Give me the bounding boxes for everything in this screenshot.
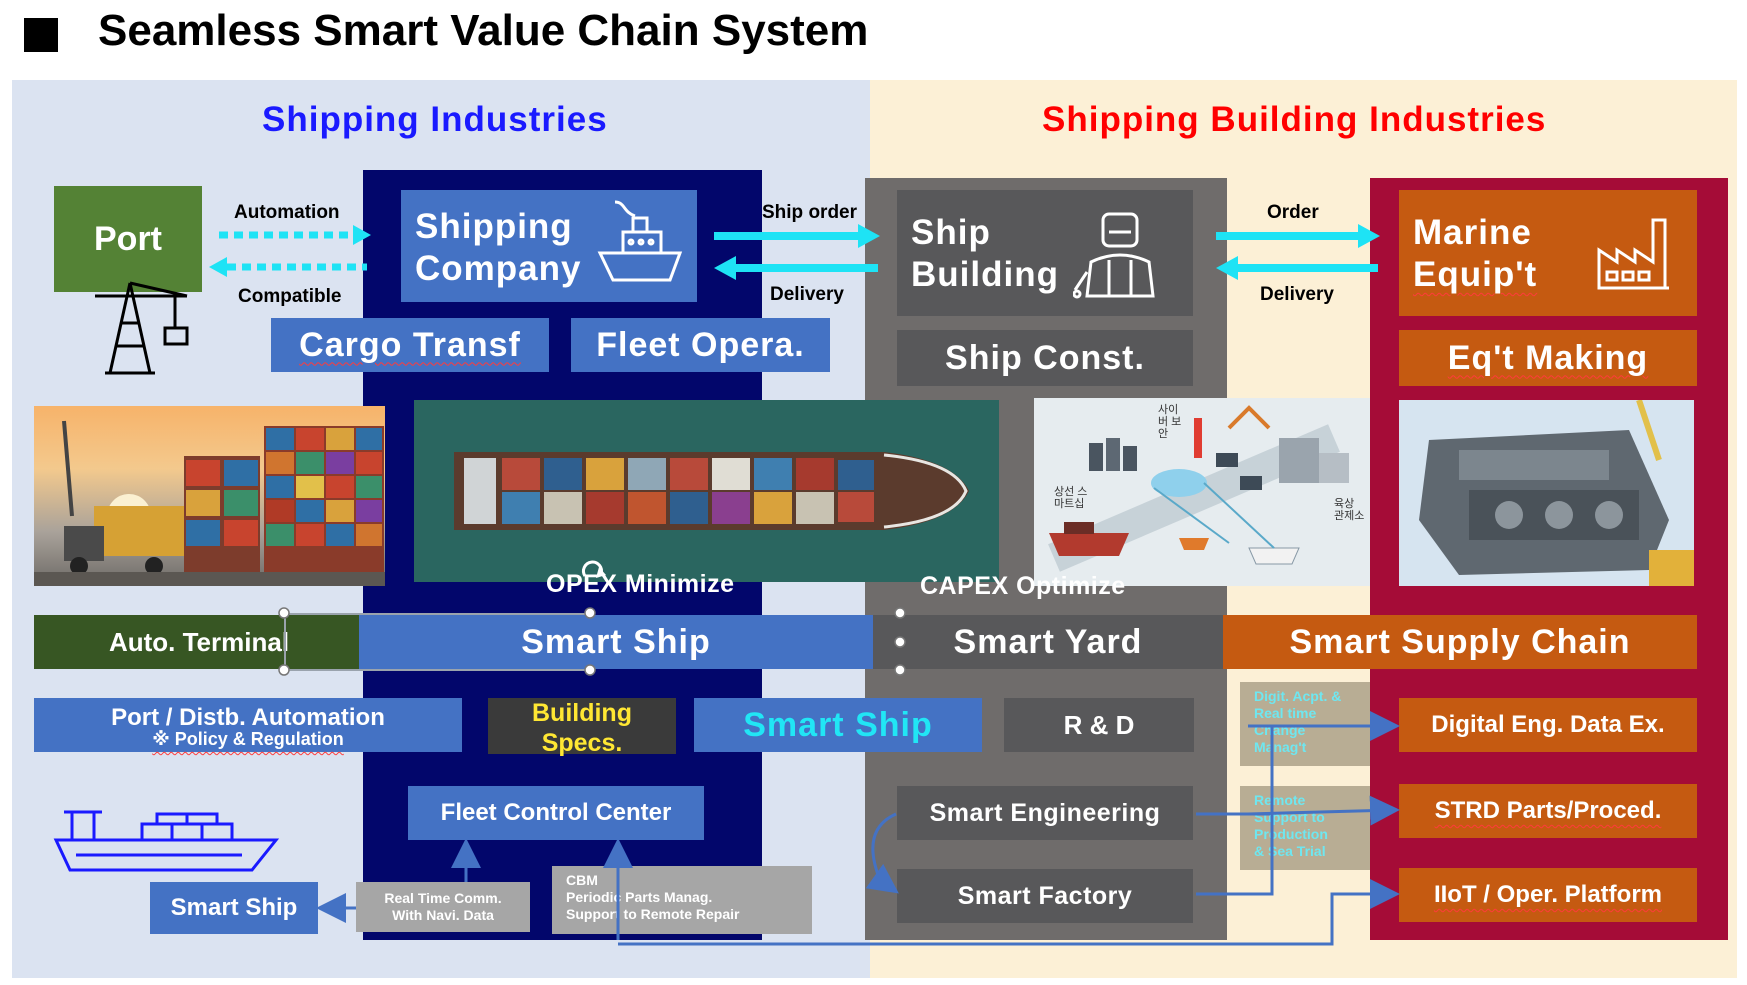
- real-time-line-1: Real Time Comm.: [384, 890, 502, 906]
- marine-engine-photo: [1399, 400, 1694, 586]
- digital-note-line-4: Manag't: [1254, 739, 1307, 755]
- cbm-line-2: Periodic Parts Manag.: [566, 889, 713, 905]
- remote-note-line-1: Remote: [1254, 792, 1306, 808]
- ship-building-line-1: Ship: [911, 213, 991, 252]
- smart-yard-infographic: 사이버 보안 상선 스마트십 육상 관제소: [1034, 398, 1370, 586]
- real-time-line-2: With Navi. Data: [392, 907, 494, 923]
- opex-minimize-label: OPEX Minimize: [546, 570, 735, 598]
- digital-eng-data-box: Digital Eng. Data Ex.: [1399, 698, 1697, 752]
- marine-equip-line-2: Equip't: [1413, 255, 1538, 294]
- building-specs-box: Building Specs.: [488, 698, 676, 757]
- shipbuilding-industries-heading: Shipping Building Industries: [1042, 100, 1547, 139]
- shipping-company-box: Shipping Company: [401, 190, 697, 302]
- cbm-note: CBM Periodic Parts Manag. Support to Rem…: [552, 866, 812, 934]
- digital-note-line-2: Real time: [1254, 705, 1317, 721]
- container-ship-image: [414, 400, 999, 582]
- cbm-line-1: CBM: [566, 872, 598, 888]
- smart-supply-chain-label: Smart Supply Chain: [1289, 622, 1631, 661]
- shipping-industries-heading: Shipping Industries: [262, 100, 608, 139]
- container-stack-image: [34, 420, 385, 586]
- equipment-making-box: Eq't Making: [1399, 330, 1697, 386]
- automation-label: Automation: [234, 202, 340, 223]
- ship-order-label: Ship order: [762, 202, 858, 223]
- real-time-comm-note: Real Time Comm. With Navi. Data: [356, 882, 530, 932]
- smart-factory-label: Smart Factory: [957, 881, 1133, 910]
- onshore-control-label: 육상 관제소: [1334, 498, 1365, 522]
- smart-yard-bar-label: Smart Yard: [953, 622, 1143, 661]
- cbm-line-3: Support to Remote Repair: [566, 906, 740, 922]
- port-automation-label: Port / Distb. Automation: [111, 704, 385, 731]
- fleet-operation-label: Fleet Opera.: [596, 325, 805, 364]
- compatible-label: Compatible: [238, 286, 342, 307]
- iiot-platform-label: IIoT / Oper. Platform: [1433, 881, 1663, 908]
- ship-icon: [597, 200, 683, 282]
- smart-supply-chain-bar: Smart Supply Chain: [1223, 615, 1697, 669]
- policy-regulation-wrap: ※ Policy & Regulation: [34, 729, 462, 750]
- selection-handles: [278, 607, 906, 676]
- smart-ship-label-3: Smart Ship: [170, 894, 298, 921]
- crane-icon: [95, 281, 189, 375]
- smart-ship-box-2: Smart Ship: [694, 698, 982, 752]
- strd-parts-label: STRD Parts/Proced.: [1434, 797, 1662, 824]
- cyber-security-label: 사이버 보안: [1158, 404, 1182, 440]
- shipping-company-line-1: Shipping: [415, 207, 573, 246]
- marine-equipment-box: Marine Equip't: [1399, 190, 1697, 316]
- shipping-company-line-2: Company: [415, 249, 582, 288]
- port-automation-box: Port / Distb. Automation ※ Policy & Regu…: [34, 698, 462, 752]
- building-specs-line-2: Specs.: [541, 729, 623, 757]
- merchant-smart-ship-label: 상선 스마트십: [1054, 486, 1088, 510]
- smart-yard-bar: Smart Yard: [873, 615, 1223, 669]
- strd-parts-box: STRD Parts/Proced.: [1399, 784, 1697, 838]
- policy-regulation-label: ※ Policy & Regulation: [152, 729, 344, 749]
- delivery-label-2: Delivery: [1260, 284, 1334, 305]
- capex-optimize-label: CAPEX Optimize: [920, 572, 1126, 600]
- fleet-control-center-label: Fleet Control Center: [440, 799, 672, 826]
- container-ship-icon: [53, 810, 280, 872]
- smart-engineering-box: Smart Engineering: [897, 786, 1193, 840]
- digital-acceptance-note: Digit. Acpt. & Real time Change Manag't: [1240, 682, 1370, 766]
- welder-icon: [1073, 212, 1155, 299]
- smart-yard-infographic-image: [1034, 398, 1370, 586]
- smart-engineering-label: Smart Engineering: [929, 798, 1161, 827]
- fleet-operation-box: Fleet Opera.: [571, 318, 830, 372]
- delivery-label-1: Delivery: [770, 284, 844, 305]
- title-square-icon: [24, 18, 58, 52]
- smart-factory-box: Smart Factory: [897, 869, 1193, 923]
- cycle-icon: [582, 560, 606, 578]
- research-development-box: R & D: [1004, 698, 1194, 752]
- cargo-transfer-label: Cargo Transf: [299, 325, 521, 364]
- factory-icon: [1597, 218, 1669, 290]
- iiot-platform-box: IIoT / Oper. Platform: [1399, 868, 1697, 922]
- building-specs-line-1: Building: [532, 699, 632, 727]
- port-container-photo: [34, 406, 385, 586]
- ship-building-box: Ship Building: [897, 190, 1193, 316]
- order-label: Order: [1267, 202, 1319, 223]
- ship-construction-label: Ship Const.: [945, 338, 1145, 377]
- research-development-label: R & D: [1063, 709, 1135, 740]
- digital-eng-data-label: Digital Eng. Data Ex.: [1431, 711, 1665, 738]
- port-box: Port: [54, 186, 202, 292]
- equipment-making-label: Eq't Making: [1447, 338, 1649, 377]
- digital-note-line-1: Digit. Acpt. &: [1254, 688, 1342, 704]
- smart-ship-label-2: Smart Ship: [743, 705, 933, 744]
- page-title: Seamless Smart Value Chain System: [98, 6, 869, 55]
- container-ship-photo: [414, 400, 999, 582]
- smart-ship-bar-label: Smart Ship: [521, 622, 711, 661]
- smart-ship-bar: Smart Ship: [359, 615, 873, 669]
- marine-engine-image: [1399, 400, 1694, 586]
- ship-construction-box: Ship Const.: [897, 330, 1193, 386]
- smart-ship-box-3: Smart Ship: [150, 882, 318, 934]
- order-delivery-arrows-2: [1216, 224, 1380, 280]
- port-label: Port: [94, 219, 162, 258]
- auto-terminal-box: Auto. Terminal: [34, 615, 364, 669]
- marine-equip-line-1: Marine: [1413, 213, 1532, 252]
- order-delivery-arrows-1: [714, 224, 880, 280]
- auto-terminal-label: Auto. Terminal: [108, 626, 290, 657]
- cargo-transfer-box: Cargo Transf: [271, 318, 549, 372]
- automation-compatible-arrows: [209, 225, 371, 277]
- fleet-control-center-box: Fleet Control Center: [408, 786, 704, 840]
- ship-building-line-2: Building: [911, 255, 1059, 294]
